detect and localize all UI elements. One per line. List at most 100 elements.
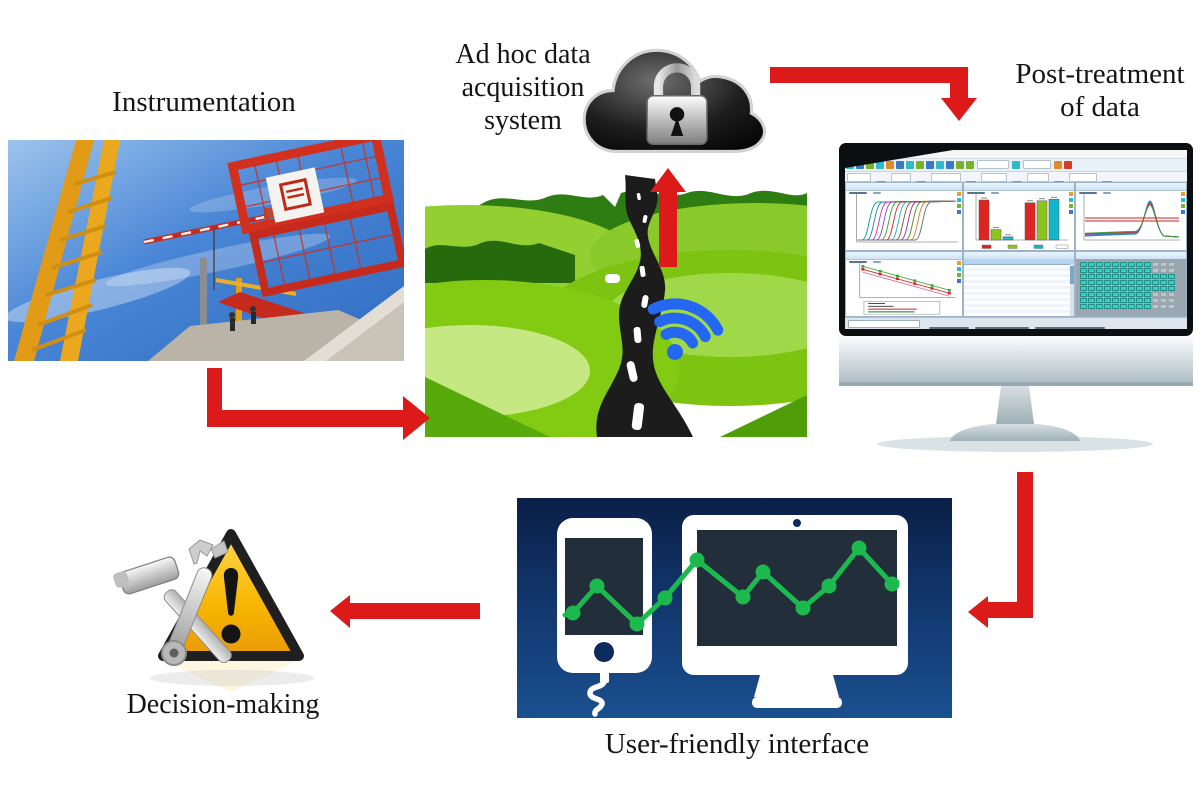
standard-curve-panel (845, 251, 963, 317)
plate-well (1120, 286, 1127, 291)
plate-well (1096, 274, 1103, 279)
melt-panel-header (1076, 183, 1186, 195)
amplification-plot (856, 194, 958, 243)
acquisition-line-2: acquisition (461, 72, 585, 103)
red-hoist-icon (227, 140, 404, 298)
arrow-instrumentation-to-acquisition (207, 368, 430, 440)
plate-well (1088, 286, 1095, 291)
table-row (964, 304, 1074, 307)
table-header (964, 259, 1074, 265)
icon-reflection (163, 660, 299, 692)
toolbar-icon (956, 161, 964, 169)
results-table-panel (963, 251, 1075, 317)
plate-row (1080, 298, 1186, 304)
plate-well (1160, 298, 1167, 303)
plate-row (1080, 262, 1186, 268)
table-row (964, 268, 1074, 271)
plate-well (1144, 304, 1151, 309)
plate-well (1104, 304, 1111, 309)
table-scrollbar-thumb (1070, 266, 1074, 284)
panel-side-icon (957, 279, 961, 283)
plate-well (1112, 286, 1119, 291)
user-interface-label: User-friendly interface (557, 728, 917, 761)
standard-curve-panel-header (846, 252, 962, 264)
plate-well (1128, 304, 1135, 309)
plate-well (1136, 268, 1143, 273)
table-row (964, 286, 1074, 289)
plate-well (1152, 286, 1159, 291)
plate-row (1080, 286, 1186, 292)
plate-well (1104, 286, 1111, 291)
panel-side-icon (1069, 198, 1073, 202)
plate-well (1168, 280, 1175, 285)
plate-well (1136, 274, 1143, 279)
plate-well (1152, 280, 1159, 285)
plate-well (1096, 268, 1103, 273)
plate-well (1128, 262, 1135, 267)
arrow-cloud-to-post-treatment (770, 67, 977, 121)
plate-well (1080, 262, 1087, 267)
plate-well (1136, 280, 1143, 285)
plate-well (1144, 274, 1151, 279)
plate-well (1136, 304, 1143, 309)
plate-well (1104, 262, 1111, 267)
plate-well (1160, 280, 1167, 285)
analysis-software-window (845, 150, 1187, 329)
plate-well (1160, 274, 1167, 279)
plate-well (1080, 274, 1087, 279)
plate-well (1096, 262, 1103, 267)
plate-well (1088, 298, 1095, 303)
lock-icon (646, 63, 708, 146)
monitor-shadow (877, 436, 1153, 452)
panel-side-icon (957, 210, 961, 214)
plate-well (1096, 286, 1103, 291)
panel-side-icon (957, 273, 961, 277)
table-row (964, 301, 1074, 304)
toolbar-icon (866, 161, 874, 169)
panel-side-icon (957, 192, 961, 196)
plate-well (1080, 304, 1087, 309)
hammer-icon (113, 556, 232, 664)
plate-well (1152, 298, 1159, 303)
plate-well (1120, 304, 1127, 309)
webcam-dot (793, 519, 801, 527)
plate-well (1136, 298, 1143, 303)
plate-well (1168, 304, 1175, 309)
plate-well (1096, 304, 1103, 309)
toolbar-icon (876, 161, 884, 169)
plate-well (1088, 262, 1095, 267)
plate-well (1088, 280, 1095, 285)
plate-well (1112, 304, 1119, 309)
plate-well (1128, 298, 1135, 303)
yellow-crane-icon (14, 140, 120, 361)
plate-well (1168, 262, 1175, 267)
arrow-interface-to-decision (330, 595, 480, 628)
plate-well (1104, 298, 1111, 303)
acquisition-line-1: Ad hoc data (455, 39, 591, 70)
plate-well (1120, 292, 1127, 297)
plate-row (1080, 274, 1186, 280)
toolbar-icon (886, 161, 894, 169)
table-row (964, 265, 1074, 268)
decision-making-text: Decision-making (126, 689, 320, 720)
status-progress (848, 320, 920, 328)
phone-home-button (594, 642, 614, 662)
plate-row (1080, 268, 1186, 274)
table-row (964, 295, 1074, 298)
amplification-panel (845, 182, 963, 251)
wifi-icon (647, 298, 724, 360)
monitor-stand-neck (996, 386, 1034, 424)
bar-panel-header (964, 183, 1074, 195)
plate-well (1152, 268, 1159, 273)
decision-making-label: Decision-making (63, 688, 383, 721)
plate-well (1120, 274, 1127, 279)
plate-well (1128, 268, 1135, 273)
plate-well (1080, 268, 1087, 273)
toolbar-icon (906, 161, 914, 169)
plate-well (1144, 262, 1151, 267)
user-interface-text: User-friendly interface (604, 728, 870, 760)
desktop-stand (754, 675, 839, 697)
plate-well (1104, 268, 1111, 273)
bar-plot (975, 194, 1069, 249)
panel-side-icon (1069, 210, 1073, 214)
